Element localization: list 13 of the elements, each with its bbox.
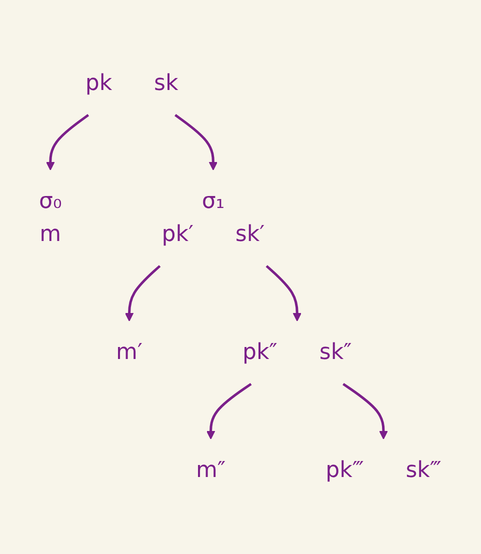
- node-text: σ₁ pk′ sk′: [162, 189, 265, 247]
- arrow: [266, 265, 302, 322]
- arrow: [125, 265, 161, 322]
- arrow: [206, 382, 252, 440]
- node-text: pk″ sk″: [242, 340, 352, 365]
- node-text: pk‴ sk‴: [326, 458, 442, 483]
- arrow: [342, 382, 388, 440]
- node-text: m′: [116, 340, 143, 365]
- arrow: [174, 114, 218, 170]
- node-text: m″: [196, 458, 226, 483]
- node-text: pk sk: [86, 71, 179, 96]
- node-text: σ₀ m: [39, 189, 62, 247]
- arrow: [46, 114, 90, 170]
